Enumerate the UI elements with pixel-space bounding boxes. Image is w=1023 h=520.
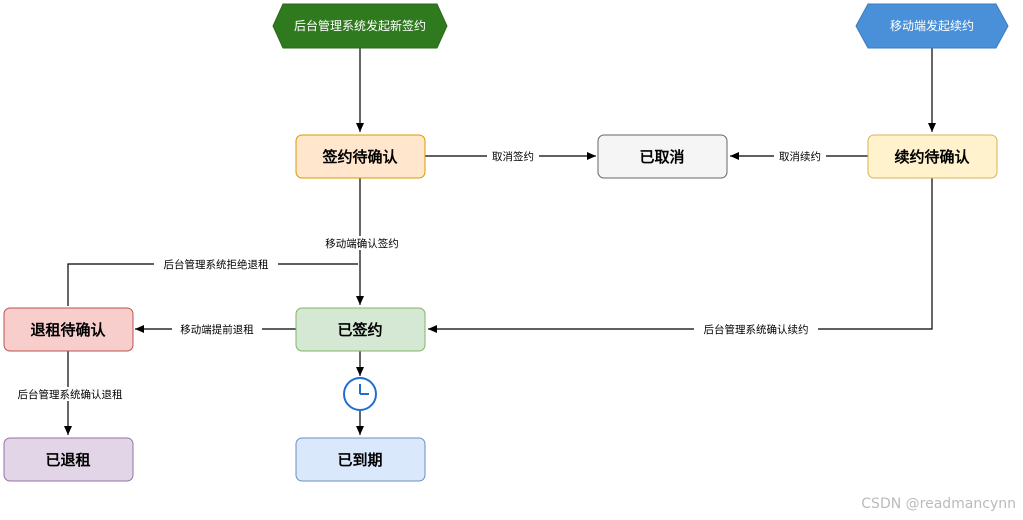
node-renew-pending[interactable]: 续约待确认 [867,134,998,179]
edges [64,46,936,435]
label-mobile-confirm-sign: 移动端确认签约 [325,237,399,250]
node-signed[interactable]: 已签约 [295,307,426,352]
start-mobile-renew[interactable]: 移动端发起续约 [855,3,1009,49]
node-terminate-pending[interactable]: 退租待确认 [3,307,134,352]
node-signed-label: 已签约 [337,321,382,339]
label-mobile-early-terminate: 移动端提前退租 [180,323,254,336]
node-cancelled-label: 已取消 [639,148,684,166]
label-cancel-sign: 取消签约 [492,150,534,163]
watermark: CSDN @readmancynn [861,496,1016,512]
node-terminated[interactable]: 已退租 [3,437,134,482]
label-admin-confirm-terminate: 后台管理系统确认退租 [18,388,123,401]
edge-admin-confirm-renew [428,178,933,333]
node-sign-pending[interactable]: 签约待确认 [295,134,426,179]
node-terminated-label: 已退租 [45,451,90,469]
node-expired-label: 已到期 [337,451,382,469]
start-mobile-renew-label: 移动端发起续约 [890,18,974,33]
label-admin-confirm-renew: 后台管理系统确认续约 [704,323,809,336]
timer-clock-icon [343,377,377,411]
edge-labels: 取消签约 取消续约 移动端确认签约 后台管理系统拒绝退租 移动端提前退租 后台管… [8,149,826,401]
node-cancelled[interactable]: 已取消 [597,134,728,179]
node-terminate-pending-label: 退租待确认 [30,321,106,339]
label-cancel-renew: 取消续约 [779,150,821,163]
node-sign-pending-label: 签约待确认 [321,148,398,166]
start-admin-new[interactable]: 后台管理系统发起新签约 [272,3,448,49]
start-admin-new-label: 后台管理系统发起新签约 [294,18,426,33]
label-admin-reject-terminate: 后台管理系统拒绝退租 [164,258,269,271]
node-expired[interactable]: 已到期 [295,437,426,482]
node-renew-pending-label: 续约待确认 [894,148,970,166]
